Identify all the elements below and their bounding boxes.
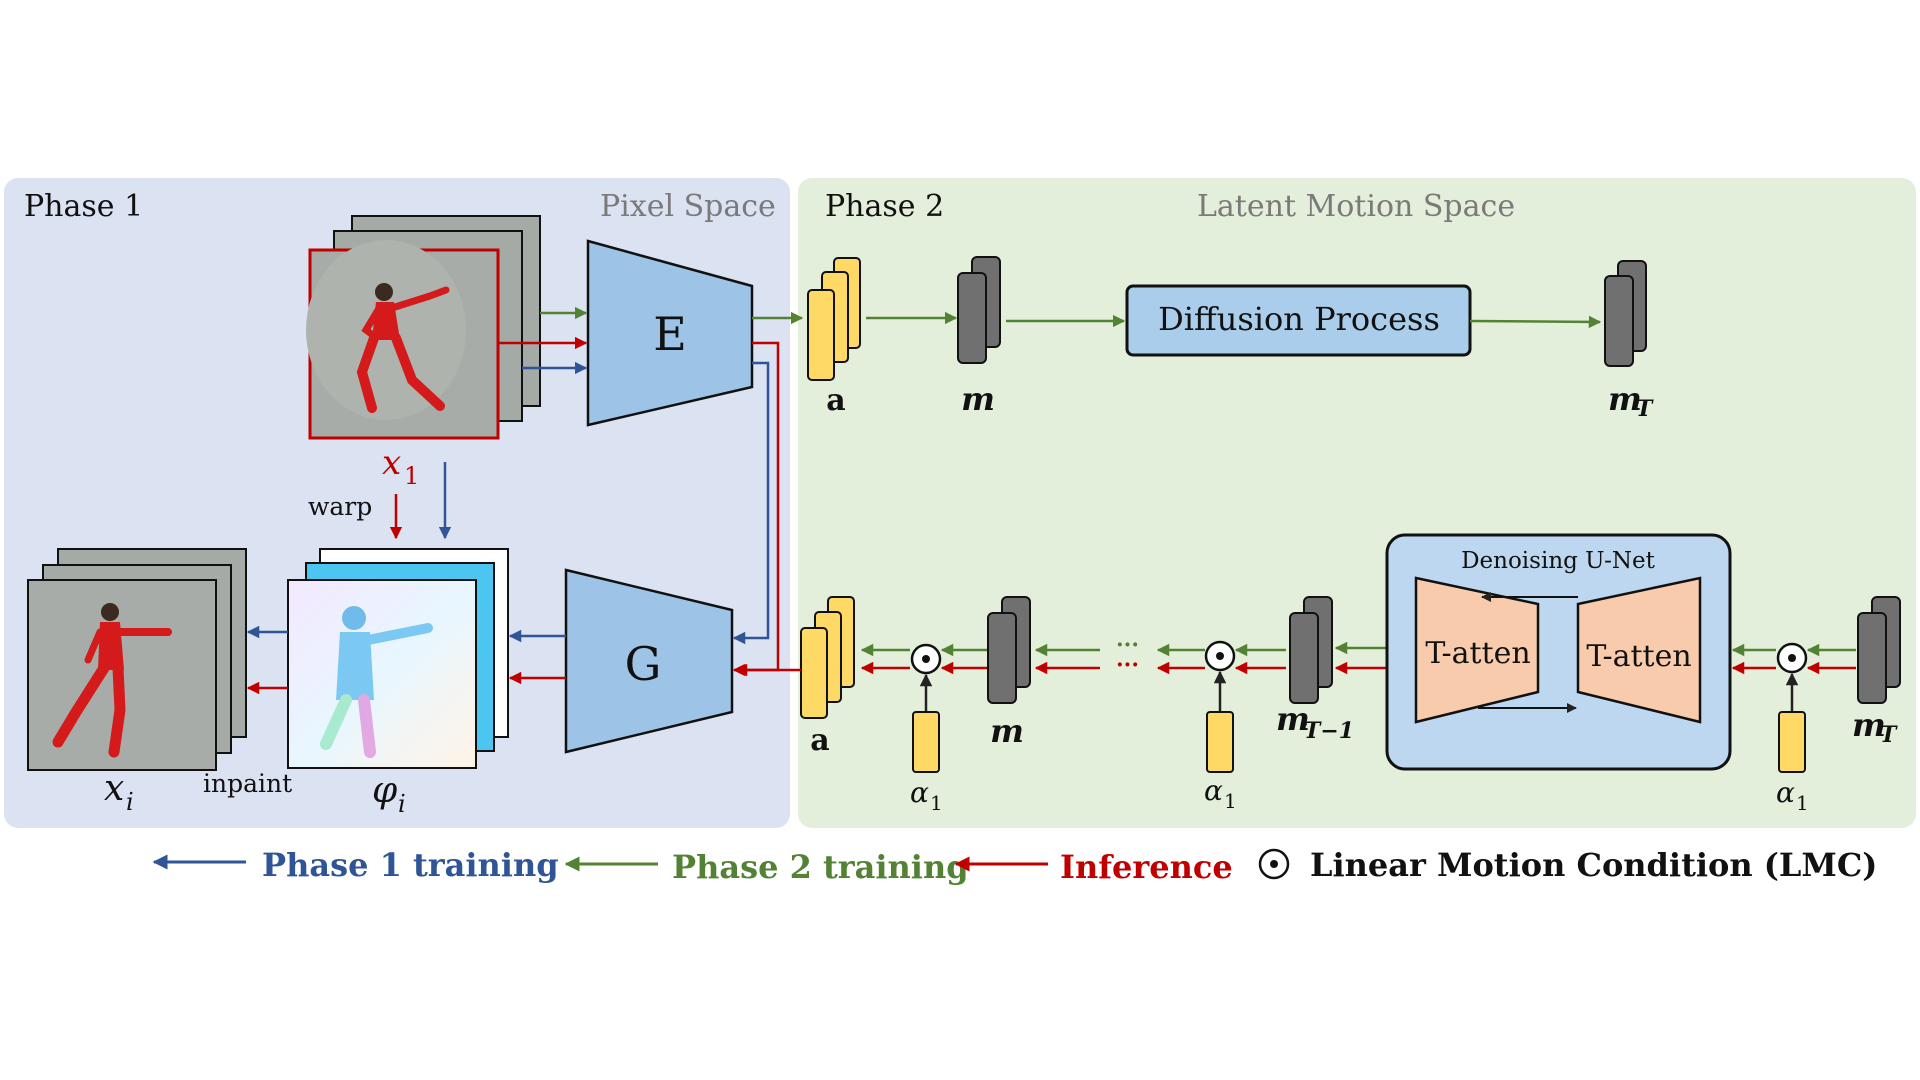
inpaint-label: inpaint <box>203 769 292 798</box>
x1-label: x 1 <box>382 443 419 490</box>
alpha-block-3 <box>1778 711 1806 773</box>
alpha-block-2 <box>1206 711 1234 773</box>
appearance-feature-stack-top <box>807 257 861 381</box>
svg-text:x: x <box>104 768 124 809</box>
svg-text:m: m <box>1276 700 1310 738</box>
legend-phase1-label: Phase 1 training <box>262 846 559 884</box>
a-label-top: a <box>826 383 845 418</box>
mT-1-label: m T−1 <box>1276 700 1354 744</box>
phi-flow-stack <box>287 548 509 769</box>
alpha-label-3: α 1 <box>1776 776 1809 815</box>
encoder-block <box>586 239 754 427</box>
encoder-to-generator-blue <box>732 361 770 645</box>
x1-frame-stack <box>306 215 541 440</box>
diffusion-process-box <box>1125 284 1472 357</box>
svg-text:T−1: T−1 <box>1304 718 1354 744</box>
ellipsis-red: ··· <box>1116 652 1139 678</box>
lmc-operator-2 <box>1204 640 1236 672</box>
t-atten-left-block <box>1414 576 1540 724</box>
motion-latent-m-bottom <box>987 596 1031 704</box>
legend-lmc-label: Linear Motion Condition (LMC) <box>1310 846 1877 884</box>
legend: Phase 1 training Phase 2 training Infere… <box>152 846 1877 886</box>
svg-text:i: i <box>398 790 406 818</box>
alpha-block-1 <box>912 711 940 773</box>
svg-text:α: α <box>910 776 929 809</box>
t-atten-left-label: T-atten <box>1425 636 1530 671</box>
motion-latent-m-top <box>957 256 1001 364</box>
svg-text:1: 1 <box>404 462 419 490</box>
phase2-title: Phase 2 <box>825 189 944 224</box>
t-atten-right-label: T-atten <box>1586 639 1691 674</box>
alpha-label-2: α 1 <box>1204 774 1237 813</box>
svg-text:φ: φ <box>372 770 398 811</box>
latent-motion-space-title: Latent Motion Space <box>1197 189 1515 224</box>
lmc-operator-1 <box>910 643 942 675</box>
svg-text:T: T <box>1880 722 1898 748</box>
mT-label-bottom: m T <box>1852 706 1898 748</box>
legend-phase2-label: Phase 2 training <box>672 848 969 886</box>
svg-text:T: T <box>1636 396 1654 422</box>
legend-inference-label: Inference <box>1060 848 1233 886</box>
svg-text:1: 1 <box>1224 789 1237 813</box>
svg-text:α: α <box>1776 776 1795 809</box>
phase1-title: Phase 1 <box>24 189 143 224</box>
motion-latent-mT-1 <box>1289 596 1333 704</box>
svg-text:m: m <box>1852 706 1886 744</box>
dancer-figure-xi <box>52 603 172 758</box>
mT-label-top: m T <box>1608 380 1654 422</box>
phi-label: φ i <box>372 770 406 818</box>
motion-latent-mT-bottom <box>1857 596 1901 704</box>
legend-lmc-symbol <box>1258 848 1290 880</box>
lmc-operator-3 <box>1776 642 1808 674</box>
dancer-figure-x1 <box>306 240 466 420</box>
motion-latent-mT-top <box>1604 260 1647 367</box>
svg-text:m: m <box>1608 380 1642 418</box>
encoder-label: E <box>653 307 687 361</box>
xi-frame-stack <box>27 548 247 771</box>
svg-text:x: x <box>382 443 401 483</box>
warp-label: warp <box>308 492 372 521</box>
t-atten-right-block <box>1576 576 1702 724</box>
ellipsis-green: ··· <box>1116 632 1139 658</box>
svg-text:i: i <box>126 788 134 816</box>
flow-figure <box>320 606 433 758</box>
diffusion-process-label: Diffusion Process <box>1158 300 1440 338</box>
diffusion-to-mT-green <box>1469 315 1602 329</box>
svg-text:1: 1 <box>930 791 943 815</box>
alpha-label-1: α 1 <box>910 776 943 815</box>
xi-label: x i <box>104 768 134 816</box>
generator-label: G <box>625 637 662 691</box>
m-label-top: m <box>961 380 995 418</box>
svg-text:α: α <box>1204 774 1223 807</box>
svg-text:1: 1 <box>1796 791 1809 815</box>
appearance-feature-stack-bottom <box>800 596 855 719</box>
denoising-unet-label: Denoising U-Net <box>1461 548 1656 574</box>
pixel-space-title: Pixel Space <box>600 189 776 224</box>
generator-block <box>564 568 734 754</box>
a-label-bottom: a <box>810 723 829 758</box>
m-label-bottom: m <box>990 712 1024 750</box>
